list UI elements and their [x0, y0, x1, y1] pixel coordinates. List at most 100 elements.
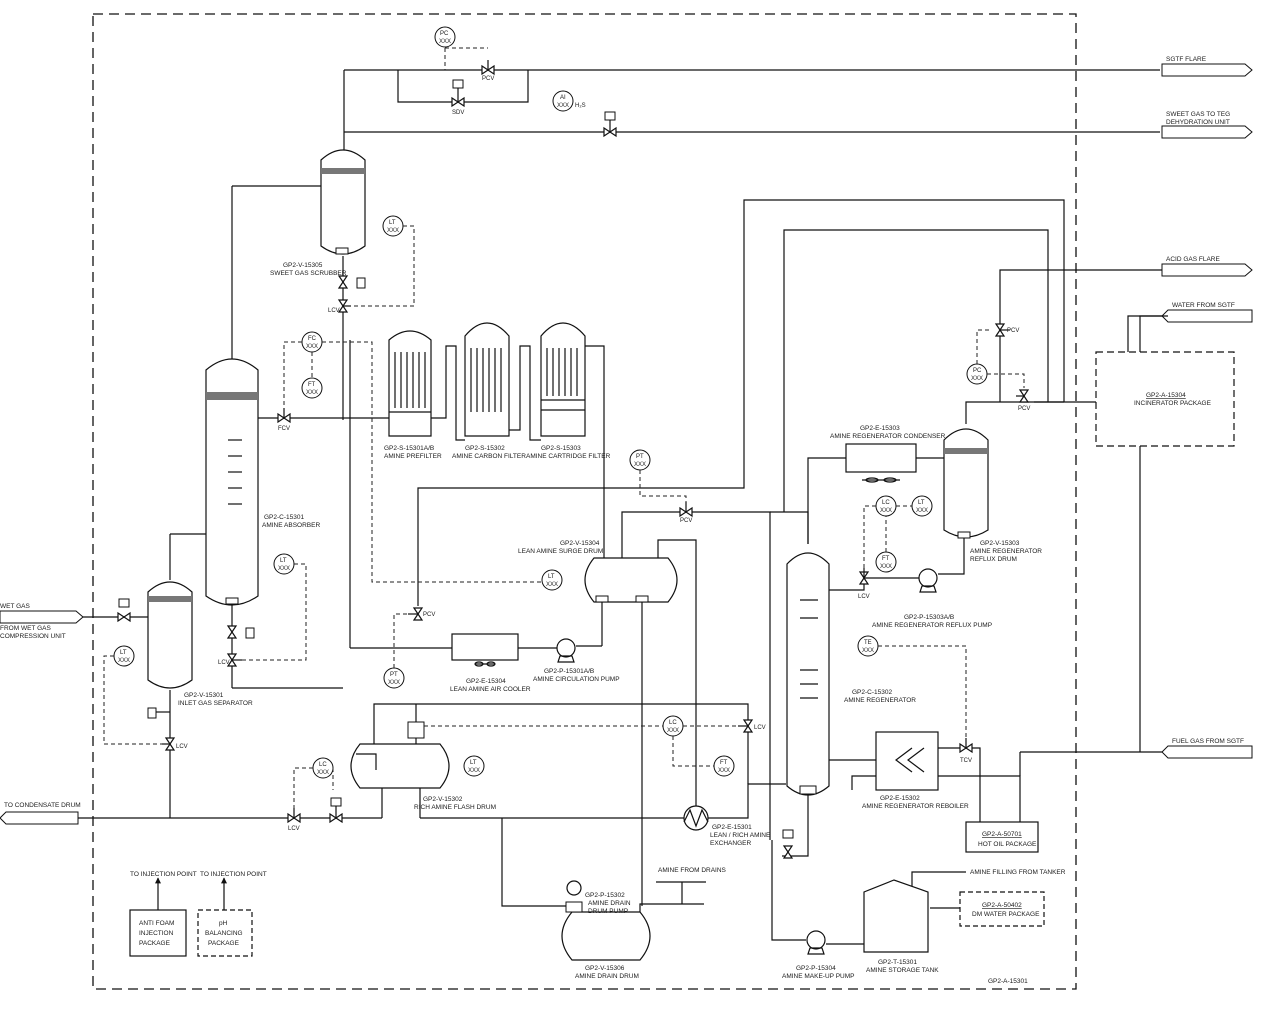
equipment-name: AMINE REGENERATOR REFLUX PUMP [872, 622, 992, 629]
instrument-pc: PC XXX [434, 26, 456, 48]
equipment-name: LEAN AMINE SURGE DRUM [518, 548, 603, 555]
svg-text:XXX: XXX [388, 680, 400, 686]
valve-label: PCV [1018, 406, 1030, 412]
amine-make-up-pump: GP2-P-15304 AMINE MAKE-UP PUMP [771, 840, 854, 980]
stream-label: TO CONDENSATE DRUM [4, 802, 81, 809]
filter-piping [431, 345, 605, 560]
svg-text:PT: PT [390, 672, 398, 678]
stream-label: AMINE FROM DRAINS [658, 867, 727, 874]
stream-wet-gas: WET GAS FROM WET GAS COMPRESSION UNIT [0, 603, 168, 640]
equipment-tag: GP2-A-15304 [1146, 392, 1186, 399]
svg-text:PC: PC [973, 368, 982, 374]
svg-text:XXX: XXX [546, 582, 558, 588]
svg-text:PC: PC [440, 31, 449, 37]
svg-text:XXX: XXX [118, 658, 130, 664]
svg-text:XXX: XXX [439, 39, 451, 45]
h2s-label: H₂S [575, 103, 586, 109]
equipment-name: AMINE DRAIN DRUM [575, 973, 639, 980]
svg-text:LT: LT [470, 760, 477, 766]
equipment-name: LEAN / RICH AMINE [710, 832, 771, 839]
svg-text:XXX: XXX [667, 728, 679, 734]
equipment-name: AMINE ABSORBER [262, 522, 320, 529]
stream-label: TO INJECTION POINT [200, 871, 267, 878]
amine-cartridge-filter: GP2-S-15303 AMINE CARTRIDGE FILTER [526, 322, 611, 460]
svg-text:FT: FT [882, 556, 890, 562]
stream-label: SGTF FLARE [1166, 56, 1207, 63]
equipment-tag: GP2-S-15301A/B [384, 445, 434, 452]
inlet-gas-separator: GP2-V-15301 INLET GAS SEPARATOR [147, 533, 253, 818]
svg-text:XXX: XXX [306, 344, 318, 350]
equipment-name: RICH AMINE FLASH DRUM [414, 804, 496, 811]
equipment-name: DRUM PUMP [588, 908, 628, 915]
svg-text:XXX: XXX [634, 462, 646, 468]
svg-text:XXX: XXX [278, 566, 290, 572]
equipment-tag: GP2-S-15302 [465, 445, 505, 452]
instrument-te: TE XXX [857, 635, 879, 657]
lean-amine-air-cooler: GP2-E-15304 LEAN AMINE AIR COOLER [349, 340, 557, 693]
equipment-name: INCINERATOR PACKAGE [1134, 400, 1212, 407]
valve-label: LCV [328, 308, 340, 314]
equipment-tag: GP2-P-15304 [796, 965, 836, 972]
equipment-name: AMINE CIRCULATION PUMP [533, 676, 620, 683]
equipment-tag: GP2-T-15301 [878, 959, 917, 966]
stream-label: FUEL GAS FROM SGTF [1172, 738, 1244, 745]
equipment-tag: GP2-A-50701 [982, 831, 1022, 838]
instrument-pc: PC XXX [966, 363, 988, 385]
equipment-name: PACKAGE [208, 940, 240, 947]
equipment-name: AMINE CARBON FILTER [452, 453, 526, 460]
svg-text:FT: FT [720, 760, 728, 766]
amine-regenerator-condenser: GP2-E-15303 AMINE REGENERATOR CONDENSER [807, 425, 946, 544]
equipment-tag: GP2-P-15303A/B [904, 614, 954, 621]
equipment-name: PACKAGE [139, 940, 171, 947]
equipment-tag: GP2-V-15301 [184, 692, 224, 699]
equipment-name: DM WATER PACKAGE [972, 911, 1040, 918]
equipment-name: REFLUX DRUM [970, 556, 1017, 563]
equipment-tag: GP2-V-15306 [585, 965, 625, 972]
valve-label: LCV [288, 826, 300, 832]
rich-amine-flash-drum: GP2-V-15302 RICH AMINE FLASH DRUM [350, 703, 749, 819]
equipment-name: AMINE REGENERATOR REBOILER [862, 803, 969, 810]
valve-label: LCV [176, 744, 188, 750]
equipment-name: AMINE REGENERATOR [970, 548, 1042, 555]
incinerator-package: GP2-A-15304 INCINERATOR PACKAGE [1034, 315, 1235, 447]
stream-label: TO INJECTION POINT [130, 871, 197, 878]
valve-label: SDV [452, 110, 464, 116]
svg-text:PT: PT [636, 454, 644, 460]
equipment-name: ANTI FOAM [139, 920, 174, 927]
valve-label: LCV [218, 660, 230, 666]
package-tag: GP2-A-15301 [988, 978, 1028, 985]
instrument-lt: LT XXX [113, 645, 135, 667]
valve-label: LCV [754, 725, 766, 731]
svg-text:LT: LT [120, 650, 127, 656]
stream-label: WET GAS [0, 603, 31, 610]
svg-text:XXX: XXX [718, 768, 730, 774]
stream-label: AMINE FILLING FROM TANKER [970, 869, 1066, 876]
equipment-name: EXCHANGER [710, 840, 751, 847]
stream-sgtf-flare: SGTF FLARE [1161, 56, 1253, 77]
valve-label: FCV [278, 426, 290, 432]
svg-text:XXX: XXX [387, 228, 399, 234]
svg-text:XXX: XXX [862, 648, 874, 654]
stream-label: FROM WET GAS [0, 625, 51, 632]
ph-balancing-package: pH BALANCING PACKAGE TO INJECTION POINT [197, 871, 267, 957]
equipment-tag: GP2-S-15303 [541, 445, 581, 452]
svg-text:TE: TE [864, 640, 872, 646]
equipment-name: LEAN AMINE AIR COOLER [450, 686, 531, 693]
svg-text:XXX: XXX [971, 376, 983, 382]
anti-foam-injection-package: ANTI FOAM INJECTION PACKAGE TO INJECTION… [129, 871, 197, 957]
svg-text:LT: LT [548, 574, 555, 580]
equipment-tag: GP2-V-15304 [560, 540, 600, 547]
amine-prefilter: GP2-S-15301A/B AMINE PREFILTER [384, 330, 442, 460]
stream-label: COMPRESSION UNIT [0, 633, 66, 640]
amine-drain-drum: GP2-V-15306 AMINE DRAIN DRUM [501, 818, 706, 980]
signal-lines [103, 225, 1025, 808]
instrument-ft: FT XXX [713, 755, 735, 777]
valve-label: PCV [680, 518, 692, 524]
svg-text:XXX: XXX [880, 508, 892, 514]
svg-text:XXX: XXX [557, 103, 569, 109]
